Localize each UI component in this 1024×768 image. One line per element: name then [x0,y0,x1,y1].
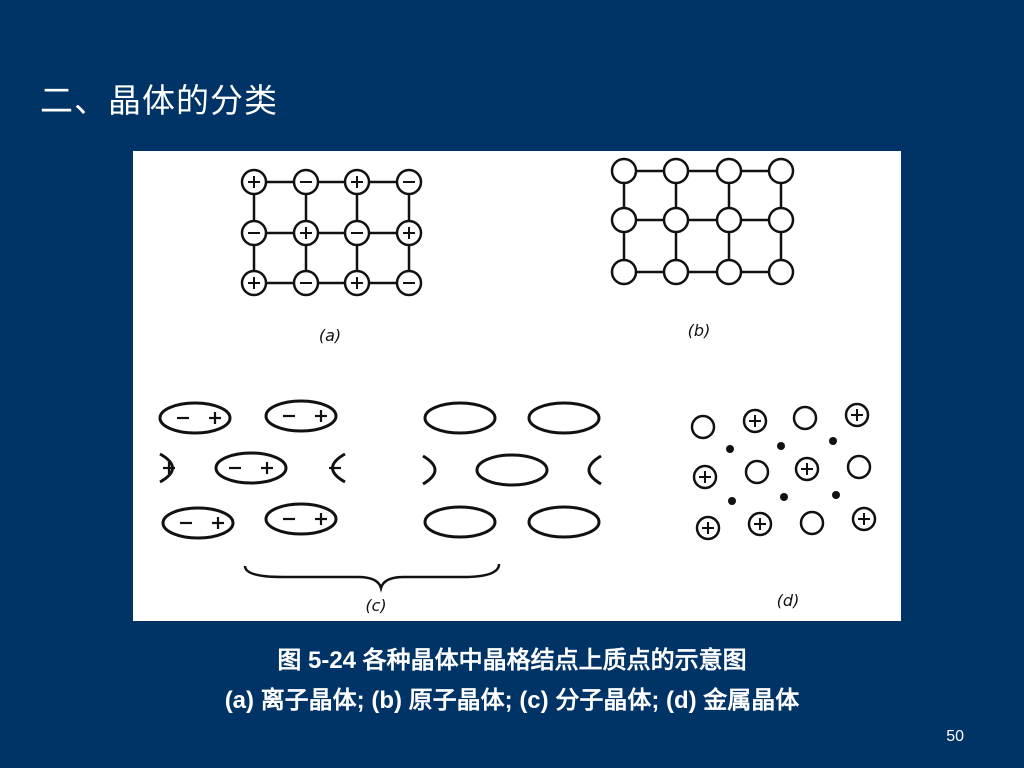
metal-ion-signs [699,409,870,534]
figure-caption-line1: 图 5-24 各种晶体中晶格结点上质点的示意图 [277,647,747,674]
nonpolar-molecules [422,401,602,539]
crystal-figure: (a) (b) (c) (d) [133,151,901,621]
ionic-lattice-lines [252,180,411,285]
ionic-charge-signs [248,176,415,289]
metal-atoms [690,402,877,541]
label-d: (d) [777,591,800,610]
atomic-lattice-lines [622,169,783,274]
label-a: (a) [319,326,341,345]
page-number: 50 [946,728,964,745]
crystal-diagram: (a) (b) (c) (d) [158,157,877,615]
figure-caption-line2: (a) 离子晶体; (b) 原子晶体; (c) 分子晶体; (d) 金属晶体 [224,687,800,714]
free-electrons [726,437,840,505]
label-c: (c) [365,596,386,615]
label-b: (b) [688,321,711,340]
atomic-crystal-atoms [610,157,795,286]
slide-title: 二、晶体的分类 [40,81,278,120]
polar-molecules [158,399,501,593]
polar-molecule-signs [163,410,341,529]
